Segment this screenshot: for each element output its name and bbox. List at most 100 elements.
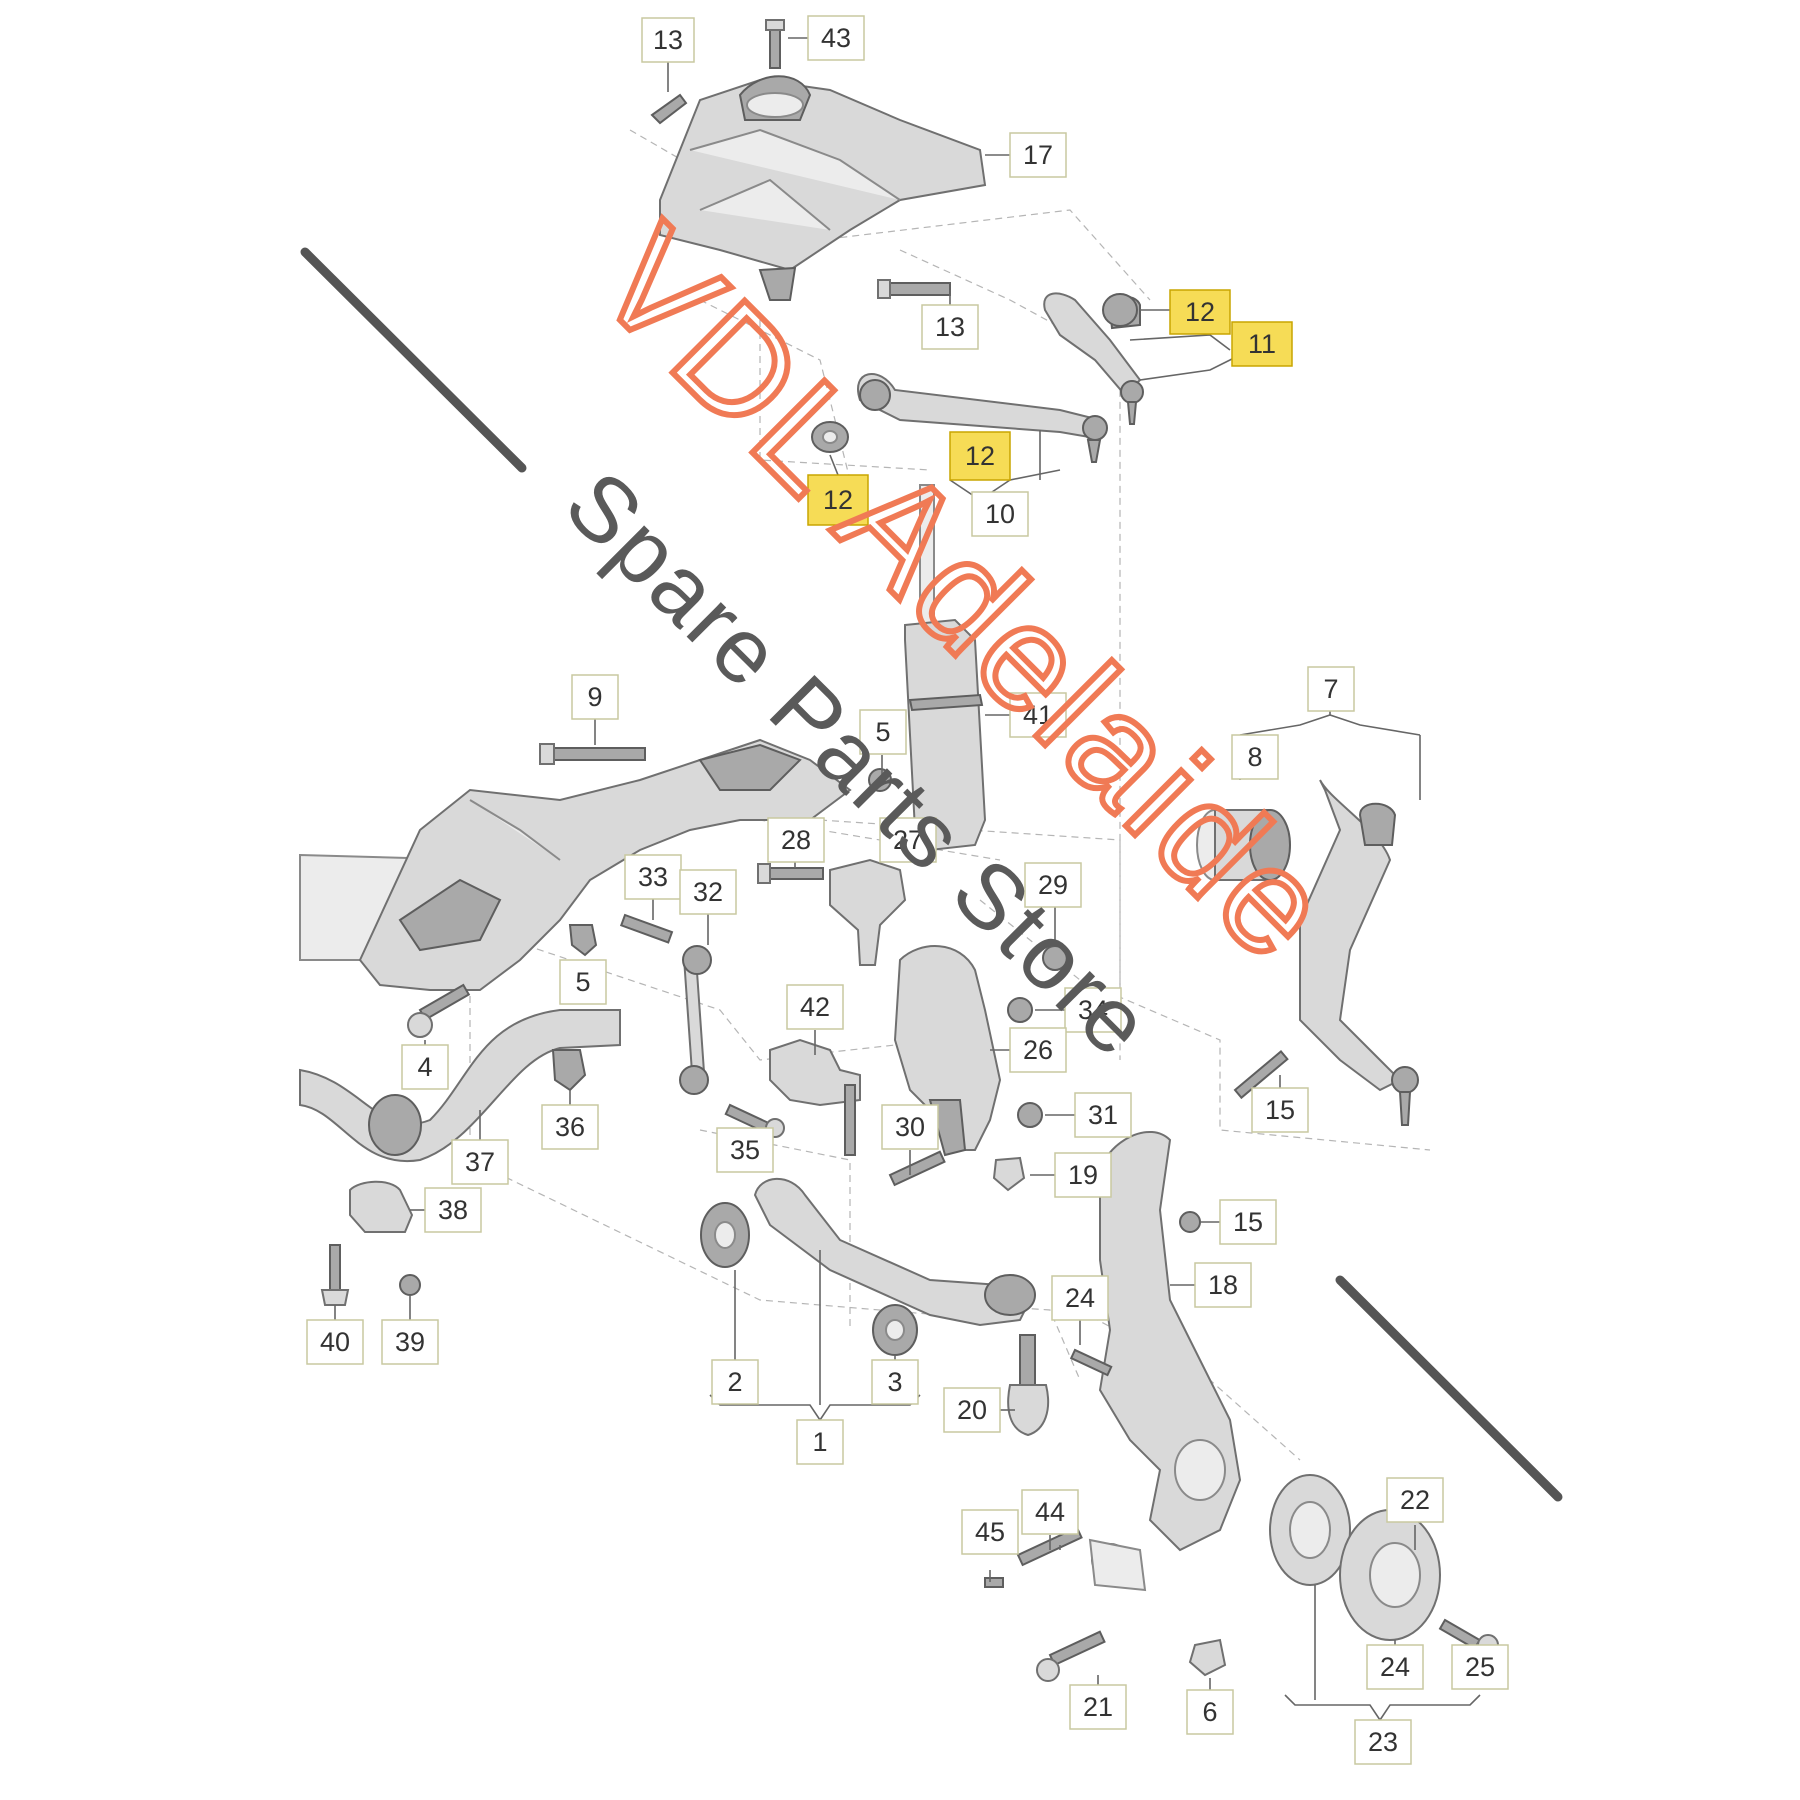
- svg-text:4: 4: [417, 1052, 432, 1082]
- svg-text:33: 33: [638, 862, 668, 892]
- callout-7: 7: [1307, 666, 1355, 712]
- bushing-3: [872, 1304, 918, 1356]
- svg-text:36: 36: [555, 1112, 585, 1142]
- svg-text:25: 25: [1465, 1652, 1495, 1682]
- callout-13-mid: 13: [921, 304, 979, 350]
- callout-25: 25: [1451, 1644, 1509, 1690]
- callout-18: 18: [1194, 1262, 1252, 1308]
- callout-5-mid: 5: [559, 959, 607, 1005]
- callout-11: 11: [1231, 321, 1293, 367]
- svg-text:44: 44: [1035, 1497, 1065, 1527]
- svg-text:12: 12: [1185, 297, 1215, 327]
- callout-8: 8: [1231, 734, 1279, 780]
- callout-43: 43: [807, 15, 865, 61]
- svg-text:17: 17: [1023, 140, 1053, 170]
- svg-text:1: 1: [812, 1427, 827, 1457]
- callout-5-top: 5: [859, 709, 907, 755]
- callout-19: 19: [1054, 1152, 1112, 1198]
- svg-text:12: 12: [965, 441, 995, 471]
- wishbone-bushing-8: [1196, 809, 1291, 881]
- svg-text:40: 40: [320, 1327, 350, 1357]
- svg-text:13: 13: [935, 312, 965, 342]
- lower-wishbone-front: [1299, 779, 1419, 1126]
- svg-text:38: 38: [438, 1195, 468, 1225]
- svg-text:15: 15: [1233, 1207, 1263, 1237]
- svg-text:20: 20: [957, 1395, 987, 1425]
- svg-text:28: 28: [781, 825, 811, 855]
- stabiliser-bushing: [551, 1049, 587, 1092]
- svg-text:5: 5: [875, 717, 890, 747]
- callout-35: 35: [716, 1127, 774, 1173]
- callout-36: 36: [541, 1104, 599, 1150]
- steering-knuckle: [1088, 1130, 1242, 1592]
- callout-44: 44: [1021, 1489, 1079, 1535]
- svg-text:37: 37: [465, 1147, 495, 1177]
- svg-text:26: 26: [1023, 1035, 1053, 1065]
- svg-text:10: 10: [985, 499, 1015, 529]
- svg-text:18: 18: [1208, 1270, 1238, 1300]
- svg-text:12: 12: [823, 485, 853, 515]
- callout-3: 3: [871, 1359, 919, 1405]
- callout-12-left: 12: [807, 474, 869, 526]
- callout-30: 30: [881, 1104, 939, 1150]
- callout-labels: 13 43 17 13 12 11 12 12: [306, 15, 1509, 1765]
- svg-text:24: 24: [1065, 1283, 1095, 1313]
- callout-29: 29: [1024, 862, 1082, 908]
- wheel-hub-flange: [1339, 1509, 1441, 1641]
- svg-text:3: 3: [887, 1367, 902, 1397]
- stabiliser-bracket: [349, 1180, 414, 1233]
- svg-text:7: 7: [1323, 674, 1338, 704]
- shock-absorber: [904, 484, 987, 852]
- callout-24-bottom: 24: [1366, 1644, 1424, 1690]
- svg-text:23: 23: [1368, 1727, 1398, 1757]
- wheel-bearing-housing-26: [893, 945, 1002, 1157]
- bracket-27: [829, 858, 907, 966]
- subframe: [299, 738, 852, 991]
- callout-20: 20: [943, 1387, 1001, 1433]
- svg-text:45: 45: [975, 1517, 1005, 1547]
- svg-text:42: 42: [800, 992, 830, 1022]
- svg-text:8: 8: [1247, 742, 1262, 772]
- ball-joint: [1007, 1334, 1050, 1437]
- callout-31: 31: [1074, 1092, 1132, 1138]
- callout-33: 33: [624, 854, 682, 900]
- watermark-bar-bottom: [1335, 1275, 1563, 1502]
- callout-6: 6: [1186, 1689, 1234, 1735]
- fasteners: [320, 19, 1499, 1682]
- bushing-2: [700, 1202, 750, 1268]
- svg-text:31: 31: [1088, 1100, 1118, 1130]
- callout-24-mid: 24: [1051, 1275, 1109, 1321]
- callout-12-center: 12: [949, 431, 1011, 481]
- sensor-bracket: [769, 1038, 861, 1156]
- callout-40: 40: [306, 1319, 364, 1365]
- svg-text:15: 15: [1265, 1095, 1295, 1125]
- svg-text:32: 32: [693, 877, 723, 907]
- callout-22: 22: [1386, 1477, 1444, 1523]
- callout-37: 37: [451, 1139, 509, 1185]
- callout-38: 38: [424, 1187, 482, 1233]
- svg-text:30: 30: [895, 1112, 925, 1142]
- svg-text:13: 13: [653, 25, 683, 55]
- callout-10: 10: [971, 491, 1029, 537]
- svg-text:22: 22: [1400, 1485, 1430, 1515]
- svg-text:29: 29: [1038, 870, 1068, 900]
- svg-text:43: 43: [821, 23, 851, 53]
- callout-23: 23: [1354, 1719, 1412, 1765]
- coupling-rod: [679, 945, 712, 1095]
- svg-text:9: 9: [587, 682, 602, 712]
- callout-27: 27: [879, 817, 937, 863]
- callout-9: 9: [571, 674, 619, 720]
- svg-text:2: 2: [727, 1367, 742, 1397]
- callout-12-top-right: 12: [1169, 289, 1231, 335]
- callout-42: 42: [786, 984, 844, 1030]
- lower-control-arm: [753, 1177, 1036, 1327]
- callout-13-top: 13: [641, 17, 695, 63]
- callout-26: 26: [1009, 1027, 1067, 1073]
- strut-top-mount: [659, 75, 987, 301]
- callout-34: 34: [1064, 987, 1122, 1033]
- callout-4: 4: [401, 1044, 449, 1090]
- callout-17: 17: [1009, 132, 1067, 178]
- callout-41: 41: [1009, 692, 1067, 738]
- svg-text:6: 6: [1202, 1697, 1217, 1727]
